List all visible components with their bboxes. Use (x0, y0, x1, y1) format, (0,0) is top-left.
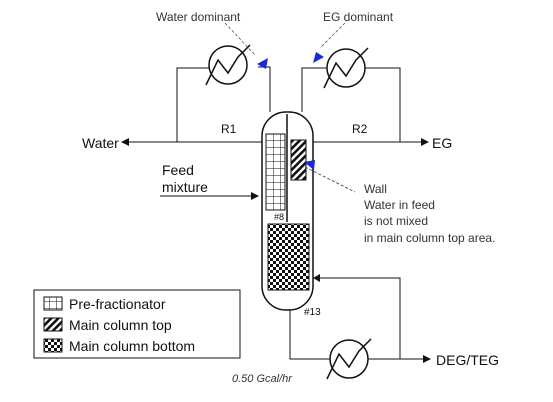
r1-label: R1 (221, 122, 237, 136)
legend-label-pre-fractionator: Pre-fractionator (69, 296, 166, 312)
water-dominant-arrow (257, 58, 268, 69)
right-reflux-loop (301, 67, 401, 142)
legend-swatch-checker (43, 338, 63, 353)
wall-label-line2: Water in feed (364, 198, 435, 212)
main-column-bottom-section (267, 223, 310, 291)
eg-dominant-arrow (313, 52, 324, 63)
water-dominant-label: Water dominant (156, 10, 241, 24)
pre-fractionator-section (265, 133, 286, 211)
legend-swatch-hatch (43, 317, 63, 332)
eg-dominant-leader (319, 22, 346, 49)
stage-top-label: #8 (274, 212, 284, 222)
feed-label-line2: mixture (162, 179, 208, 195)
reboiler (326, 338, 372, 380)
legend: Pre-fractionator Main column top Main co… (33, 289, 241, 359)
eg-dominant-label: EG dominant (323, 10, 394, 24)
wall-pointer-arrow (304, 160, 315, 170)
water-label: Water (82, 135, 119, 151)
wall-label-line4: in main column top area. (364, 231, 495, 245)
main-column-top-section (290, 139, 307, 181)
stage-bottom-label: #13 (304, 307, 321, 318)
wall-label-line3: is not mixed (364, 214, 428, 228)
left-condenser (205, 44, 251, 86)
left-reflux-loop (176, 66, 271, 142)
distillation-column (261, 111, 314, 311)
wall-annotation-leader (304, 166, 356, 193)
legend-label-main-column-top: Main column top (69, 317, 172, 333)
return-arrow (313, 274, 320, 282)
legend-swatch-grid (43, 296, 63, 311)
legend-box (33, 289, 241, 359)
legend-label-main-column-bottom: Main column bottom (69, 338, 195, 354)
wall-label-line1: Wall (364, 182, 387, 196)
r2-label: R2 (352, 122, 368, 136)
feed-label-line1: Feed (162, 162, 194, 178)
eg-label: EG (432, 135, 452, 151)
deg-teg-label: DEG/TEG (436, 352, 499, 368)
water-dominant-leader (224, 22, 257, 57)
reboiler-duty-label: 0.50 Gcal/hr (232, 373, 293, 385)
right-condenser (323, 47, 369, 89)
